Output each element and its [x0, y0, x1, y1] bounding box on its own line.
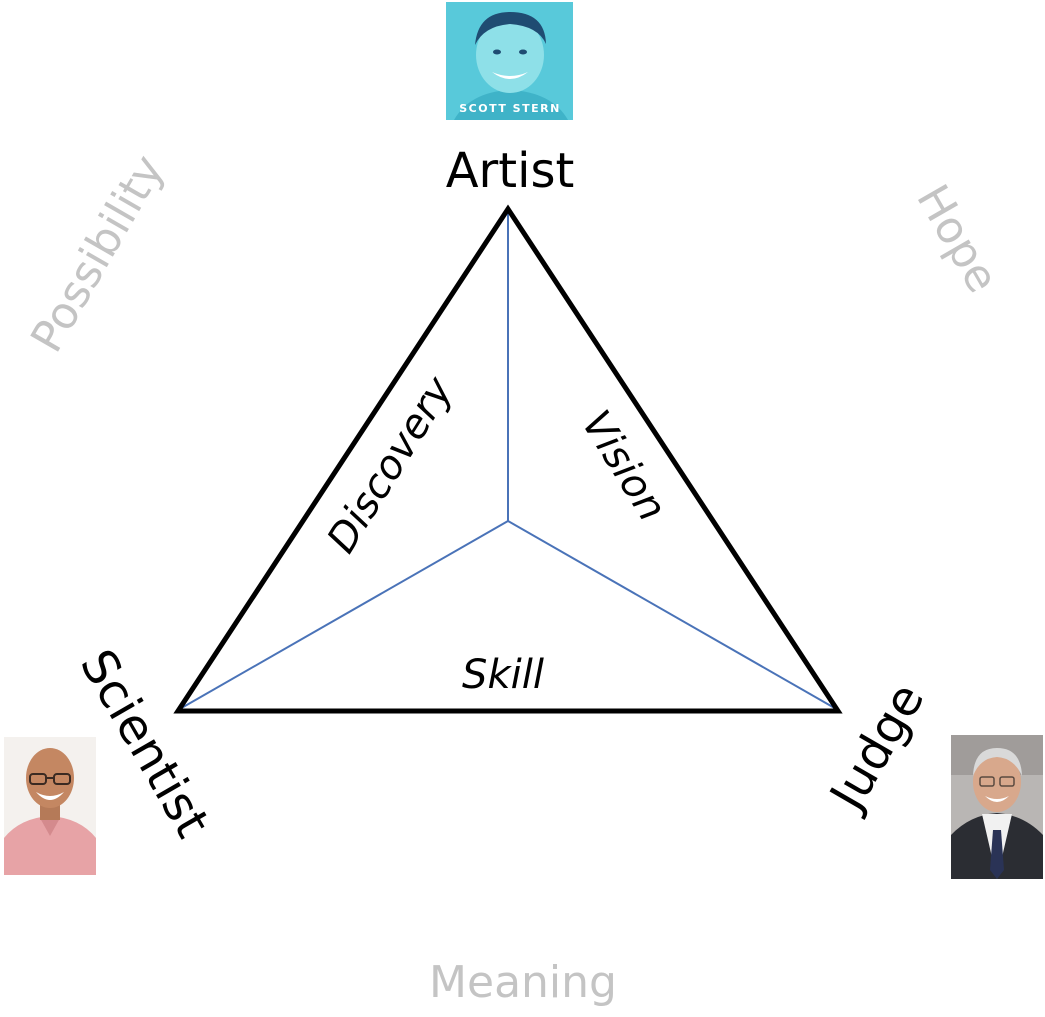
label-meaning: Meaning [429, 957, 617, 1008]
vertex-label-artist: Artist [446, 143, 575, 199]
scientist-portrait [4, 737, 96, 875]
artist-portrait: SCOTT STERN [446, 2, 573, 120]
spoke-to-scientist [177, 520, 509, 711]
edge-label-skill: Skill [462, 652, 544, 698]
artist-portrait-caption: SCOTT STERN [459, 102, 561, 115]
spoke-to-judge [507, 520, 839, 711]
vertex-label-judge: Judge [818, 674, 936, 822]
label-possibility: Possibility [21, 147, 174, 361]
main-triangle [173, 204, 843, 714]
inner-spokes [177, 211, 839, 711]
edge-label-vision: Vision [572, 403, 675, 529]
judge-portrait [951, 735, 1043, 879]
label-hope: Hope [906, 176, 1008, 301]
